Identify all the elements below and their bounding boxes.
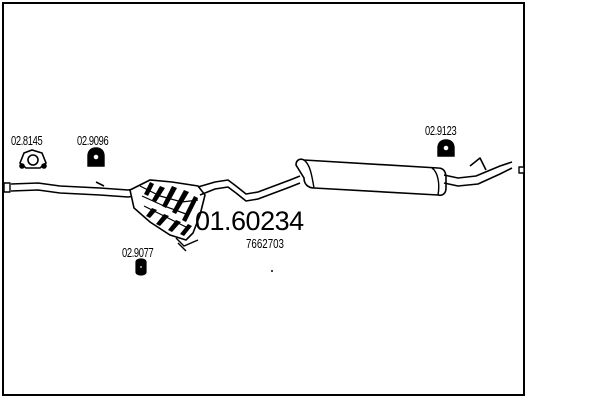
rubber-hanger-icon: [437, 139, 455, 157]
part-code-label: 02.9096: [77, 133, 109, 148]
diagram-frame: [2, 2, 525, 396]
part-code-label: 02.9077: [122, 245, 154, 260]
center-muffler: [129, 179, 206, 252]
oem-reference-number: 7662703: [246, 236, 284, 251]
marker-dot: [271, 270, 273, 272]
part-code-label: 02.9123: [425, 123, 457, 138]
rubber-hanger-icon: [87, 147, 105, 167]
rubber-mount-icon: [135, 258, 147, 276]
tail-pipe: [443, 157, 525, 187]
rear-muffler: [295, 158, 447, 197]
intermediate-pipe: [197, 175, 301, 202]
part-code-label: 02.8145: [11, 133, 43, 148]
gasket-icon: [19, 149, 47, 169]
main-part-number: 01.60234: [195, 206, 304, 236]
front-pipe: [3, 181, 143, 198]
